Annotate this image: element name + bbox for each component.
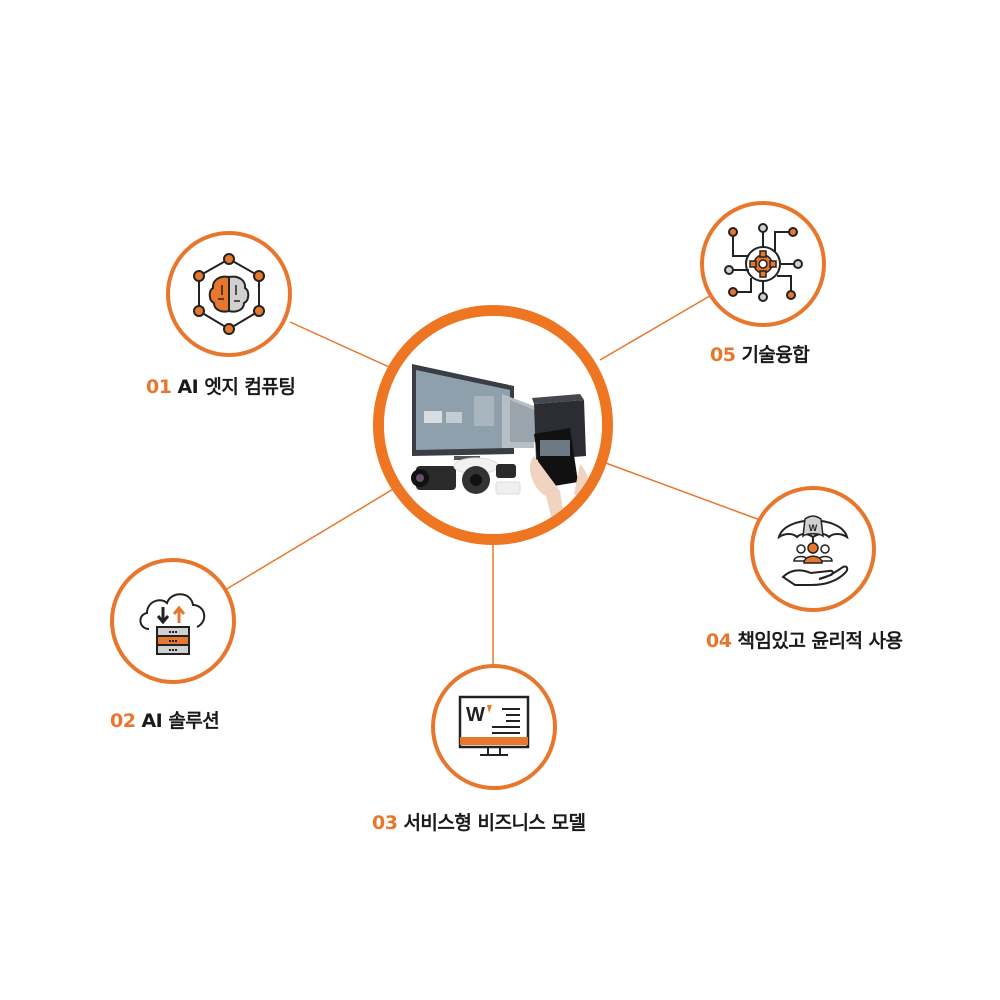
cloud-server-icon bbox=[139, 593, 206, 655]
node-01-title: AI 엣지 컴퓨팅 bbox=[177, 376, 296, 398]
brain-network-icon bbox=[193, 253, 265, 335]
node-02-ai-solution bbox=[110, 558, 236, 684]
node-03-title: 서비스형 비즈니스 모델 bbox=[403, 812, 586, 834]
node-02-number: 02 bbox=[110, 710, 136, 732]
gear-circuit-icon bbox=[724, 223, 803, 302]
node-04-responsible-ethical-use: W bbox=[750, 486, 876, 612]
node-04-number: 04 bbox=[706, 630, 732, 652]
svg-text:W: W bbox=[466, 704, 485, 726]
umbrella-people-hand-icon: W bbox=[777, 515, 849, 586]
node-05-tech-convergence bbox=[700, 201, 826, 327]
svg-text:W: W bbox=[809, 523, 818, 533]
node-05-number: 05 bbox=[710, 344, 736, 366]
node-01-ai-edge-computing bbox=[166, 231, 292, 357]
cctv-products-image bbox=[384, 316, 602, 534]
node-05-title: 기술융합 bbox=[741, 344, 810, 366]
node-01-number: 01 bbox=[146, 376, 172, 398]
node-04-title: 책임있고 윤리적 사용 bbox=[737, 630, 903, 652]
node-03-service-business-model: W bbox=[431, 664, 557, 790]
center-product-image bbox=[373, 305, 613, 545]
node-02-title: AI 솔루션 bbox=[141, 710, 220, 732]
monitor-w-logo-icon: W bbox=[458, 695, 530, 756]
node-03-number: 03 bbox=[372, 812, 398, 834]
